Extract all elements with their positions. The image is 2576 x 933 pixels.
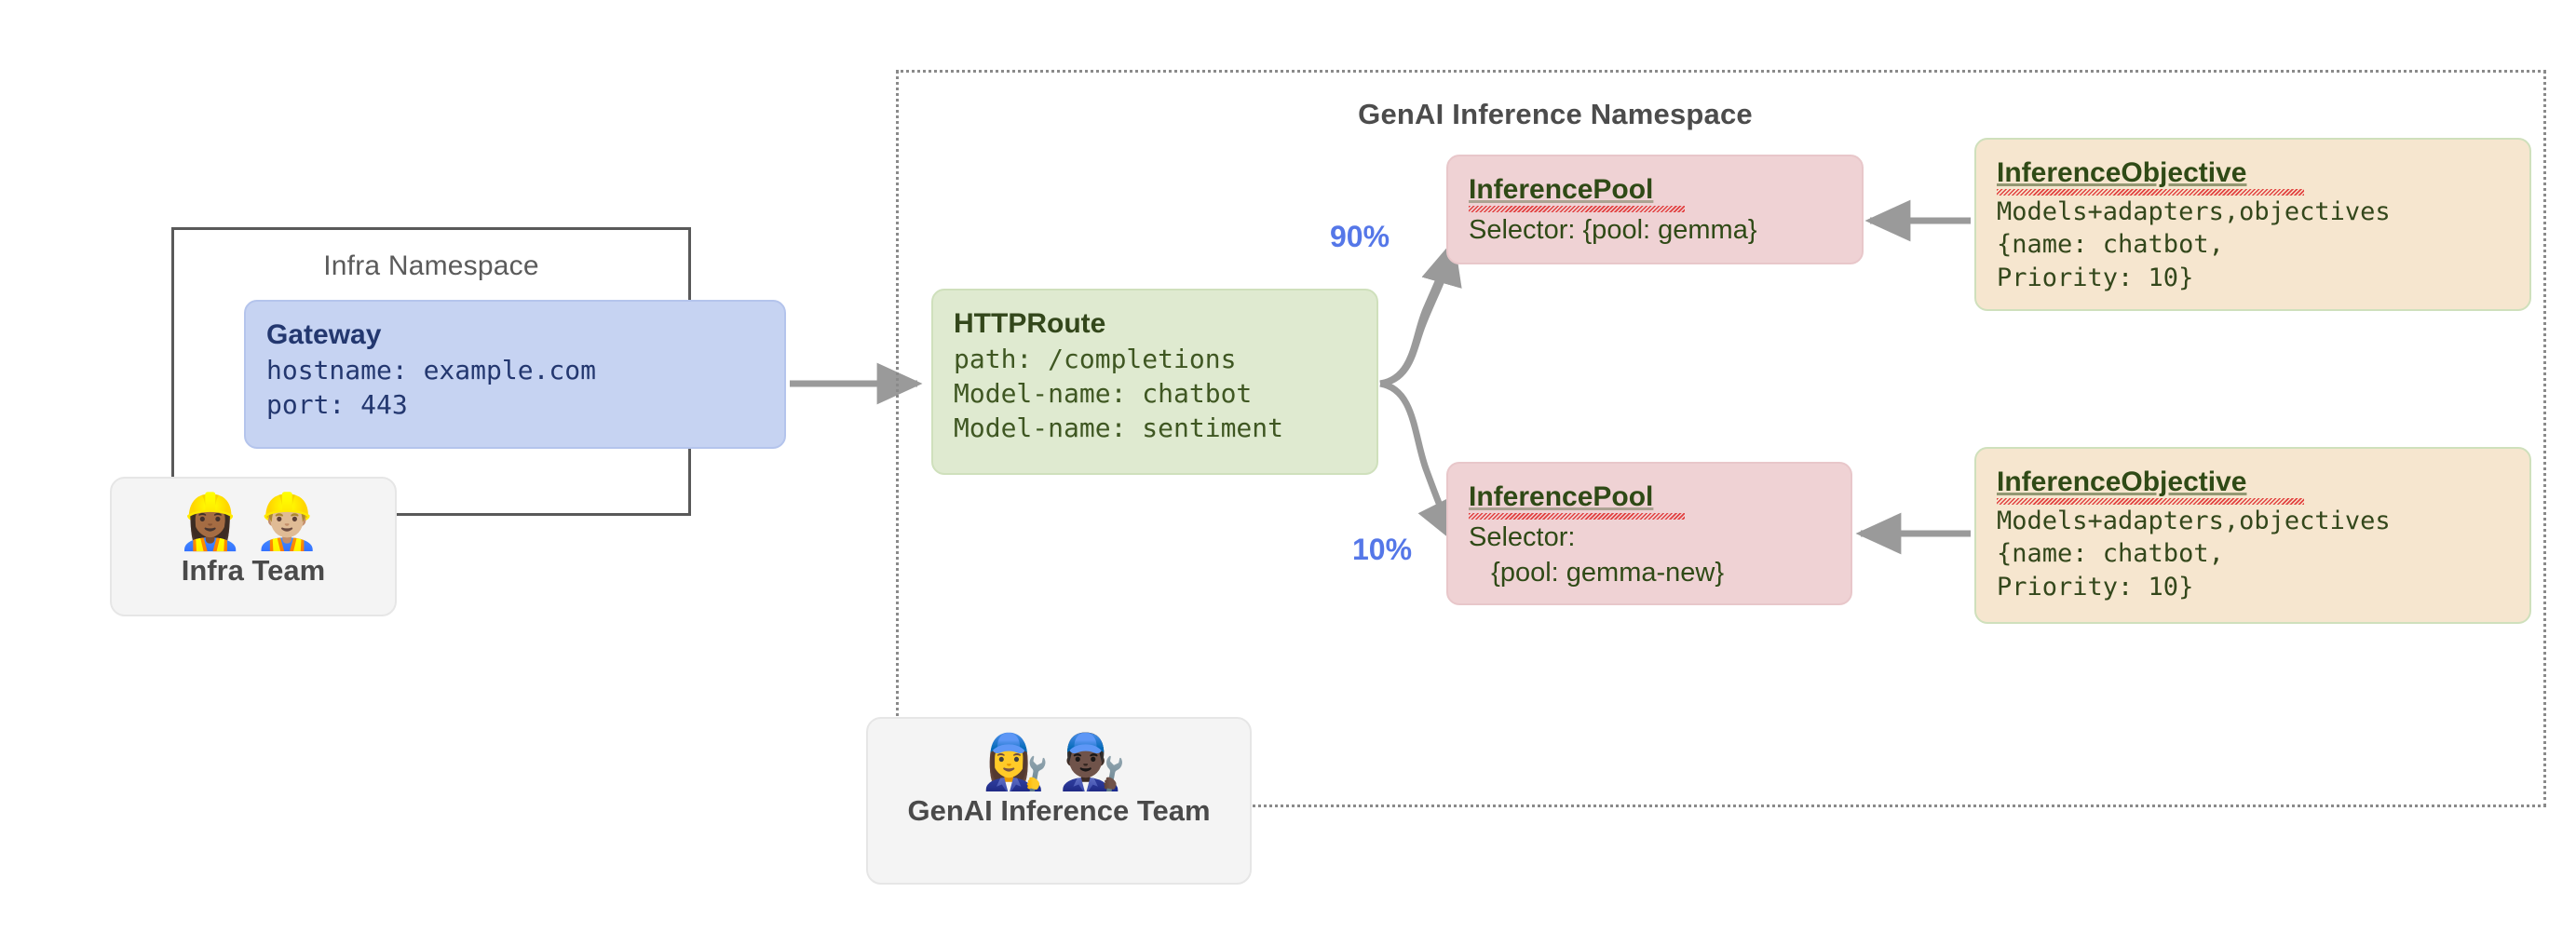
node-inference-objective-top[interactable]: InferenceObjective Models+adapters,objec…: [1974, 138, 2531, 311]
edge-label-90-percent: 90%: [1330, 220, 1390, 253]
node-inference-objective-top-line-models: Models+adapters,objectives: [1997, 196, 2391, 226]
team-chip-infra-label: Infra Team: [181, 553, 326, 587]
team-chip-genai-inference-label: GenAI Inference Team: [907, 793, 1211, 827]
node-gateway-line-hostname: hostname: example.com: [266, 354, 597, 385]
node-inference-objective-top-line-name: {name: chatbot,: [1997, 230, 2224, 260]
node-inference-objective-bottom-line-models: Models+adapters,objectives: [1997, 506, 2391, 535]
spellcheck-squiggle-icon: [1469, 205, 1685, 212]
node-inference-objective-bottom-line-name: {name: chatbot,: [1997, 539, 2224, 569]
node-httproute[interactable]: HTTPRoute path: /completions Model-name:…: [931, 289, 1378, 475]
namespace-infra-title: Infra Namespace: [323, 250, 539, 281]
node-inference-pool-gemma-new[interactable]: InferencePool Selector: {pool: gemma-new…: [1446, 462, 1852, 605]
node-inference-objective-bottom-title: InferenceObjective: [1997, 466, 2247, 497]
node-inference-pool-gemma-title: InferencePool: [1469, 174, 1654, 205]
team-chip-infra[interactable]: 👷🏾‍♀️👷🏼‍♂️ Infra Team: [110, 477, 397, 616]
namespace-genai-inference: [896, 70, 2546, 807]
edge-label-10-percent: 10%: [1352, 533, 1413, 566]
node-gateway[interactable]: Gateway hostname: example.com port: 443: [244, 300, 786, 449]
node-inference-objective-top-line-priority: Priority: 10}: [1997, 263, 2194, 292]
node-httproute-line-path: path: /completions: [954, 343, 1237, 374]
spellcheck-squiggle-icon: [1997, 188, 2304, 196]
node-inference-objective-bottom[interactable]: InferenceObjective Models+adapters,objec…: [1974, 447, 2531, 624]
node-inference-objective-top-title: InferenceObjective: [1997, 157, 2247, 188]
node-inference-objective-bottom-line-priority: Priority: 10}: [1997, 572, 2194, 602]
node-inference-pool-gemma[interactable]: InferencePool Selector: {pool: gemma}: [1446, 155, 1864, 264]
node-inference-pool-gemma-new-selector-value: {pool: gemma-new}: [1469, 557, 1725, 588]
node-inference-pool-gemma-new-title: InferencePool: [1469, 481, 1654, 512]
mechanic-icons: 👩‍🔧👨🏿‍🔧: [982, 732, 1136, 792]
node-httproute-line-model-chatbot: Model-name: chatbot: [954, 377, 1253, 409]
namespace-genai-inference-title: GenAI Inference Namespace: [1358, 98, 1753, 130]
team-chip-genai-inference[interactable]: 👩‍🔧👨🏿‍🔧 GenAI Inference Team: [866, 717, 1252, 885]
spellcheck-squiggle-icon: [1997, 497, 2304, 505]
spellcheck-squiggle-icon: [1469, 512, 1685, 520]
node-gateway-title: Gateway: [266, 319, 382, 350]
construction-worker-icons: 👷🏾‍♀️👷🏼‍♂️: [176, 492, 331, 552]
node-inference-pool-gemma-new-selector: Selector:: [1469, 521, 1576, 552]
node-gateway-line-port: port: 443: [266, 388, 408, 420]
node-inference-pool-gemma-selector: Selector: {pool: gemma}: [1469, 214, 1757, 245]
node-httproute-line-model-sentiment: Model-name: sentiment: [954, 412, 1284, 443]
node-httproute-title: HTTPRoute: [954, 308, 1106, 339]
